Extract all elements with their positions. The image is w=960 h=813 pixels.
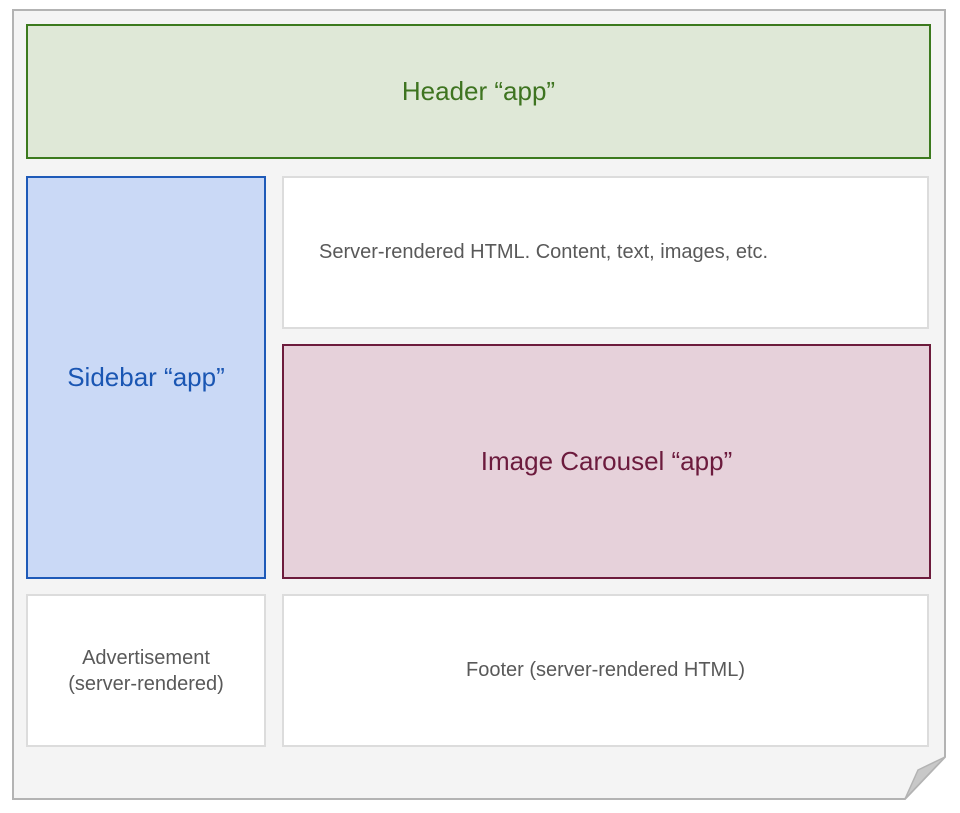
page-curl-corner <box>904 756 946 800</box>
sidebar-app-label: Sidebar “app” <box>67 362 225 392</box>
server-content-label: Server-rendered HTML. Content, text, ima… <box>319 241 769 263</box>
advertisement-block: Advertisement (server-rendered) <box>26 594 266 747</box>
server-content-block: Server-rendered HTML. Content, text, ima… <box>282 176 929 329</box>
footer-label: Footer (server-rendered HTML) <box>466 659 745 681</box>
advertisement-label: Advertisement (server-rendered) <box>68 646 224 695</box>
header-app-label: Header “app” <box>401 76 556 106</box>
header-app-block: Header “app” <box>26 24 931 159</box>
footer-block: Footer (server-rendered HTML) <box>282 594 929 747</box>
image-carousel-app-block: Image Carousel “app” <box>282 344 931 579</box>
sidebar-app-block: Sidebar “app” <box>26 176 266 579</box>
image-carousel-app-label: Image Carousel “app” <box>480 446 733 476</box>
